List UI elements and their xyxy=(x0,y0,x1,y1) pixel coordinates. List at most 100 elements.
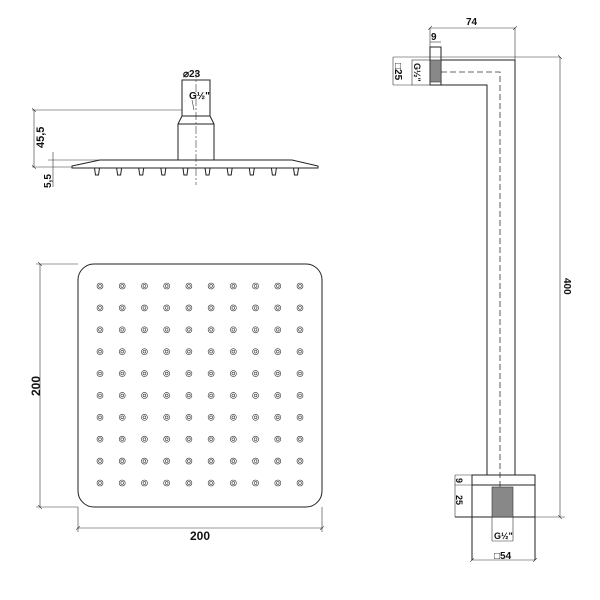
shower-plate-profile xyxy=(71,159,319,169)
base-height-label: 25 xyxy=(454,495,464,505)
nozzle xyxy=(274,348,282,355)
nozzle xyxy=(296,282,304,290)
nozzle xyxy=(164,284,169,288)
nozzle xyxy=(118,282,126,290)
nozzle xyxy=(141,304,148,312)
nozzle xyxy=(163,282,170,290)
nozzle xyxy=(164,349,169,354)
nozzle xyxy=(187,328,191,332)
nozzle xyxy=(253,306,258,310)
thickness-label: 5,5 xyxy=(43,174,54,188)
nozzle xyxy=(142,393,147,398)
nozzle xyxy=(187,459,191,463)
nozzle xyxy=(163,479,170,487)
nozzle xyxy=(142,306,147,310)
nozzle xyxy=(142,437,147,441)
nozzle xyxy=(118,304,126,312)
nozzle xyxy=(96,282,104,290)
nozzle xyxy=(120,284,124,288)
arm-bore xyxy=(441,71,501,490)
nozzle xyxy=(96,457,104,465)
bottom-thread xyxy=(491,486,514,518)
nozzle xyxy=(298,393,302,398)
nozzle xyxy=(185,435,193,443)
nozzle xyxy=(252,282,259,290)
flange-size-label: □54 xyxy=(494,551,512,562)
nozzle xyxy=(253,284,258,288)
nozzle xyxy=(274,282,282,290)
nozzle xyxy=(252,304,259,312)
nozzle xyxy=(120,459,124,463)
nozzle xyxy=(207,370,215,377)
bottom-thread-label: G½" xyxy=(494,531,513,541)
nozzle xyxy=(164,371,169,376)
nozzle xyxy=(118,479,126,487)
nozzle xyxy=(298,415,302,420)
nozzle xyxy=(253,415,258,420)
diameter-label: ⌀23 xyxy=(183,69,201,80)
nozzle xyxy=(96,414,104,421)
nozzle xyxy=(253,481,258,485)
nozzle xyxy=(98,349,102,354)
nozzle xyxy=(164,306,169,310)
height-label: 200 xyxy=(29,376,43,396)
nozzle xyxy=(207,457,215,465)
nozzle xyxy=(296,479,304,487)
nozzle xyxy=(120,328,124,332)
nozzle xyxy=(298,349,302,354)
nozzle xyxy=(96,304,104,312)
nozzle xyxy=(230,326,237,334)
nozzle xyxy=(207,304,215,312)
nozzle xyxy=(120,349,124,354)
nozzle xyxy=(253,437,258,441)
nozzle xyxy=(252,457,259,465)
nozzle-tip xyxy=(182,167,189,176)
nozzle xyxy=(141,457,148,465)
nozzle xyxy=(187,284,191,288)
nozzle xyxy=(230,414,237,421)
nozzle xyxy=(253,328,258,332)
thread-box xyxy=(411,59,431,86)
nozzle xyxy=(96,479,104,487)
nozzle xyxy=(141,348,148,355)
nozzle xyxy=(296,370,304,377)
nozzle xyxy=(163,435,170,443)
nozzle xyxy=(141,479,148,487)
nozzle xyxy=(230,457,237,465)
nozzle xyxy=(141,392,148,399)
nozzle xyxy=(96,370,104,377)
nozzle xyxy=(296,435,304,443)
nozzle xyxy=(185,414,193,421)
nozzle xyxy=(185,348,193,355)
nozzle xyxy=(276,284,280,288)
nozzle xyxy=(274,392,282,399)
top-thread-label: G½" xyxy=(412,63,422,82)
nozzle xyxy=(96,435,104,443)
nozzle-tip xyxy=(138,167,145,176)
nozzle xyxy=(276,393,280,398)
nozzle xyxy=(298,459,302,463)
nozzle-row xyxy=(94,167,299,176)
nozzle xyxy=(207,282,215,290)
nozzle xyxy=(274,457,282,465)
nozzle xyxy=(298,328,302,332)
nozzle xyxy=(120,415,124,420)
nozzle-tip xyxy=(204,167,211,176)
nozzle xyxy=(298,306,302,310)
nozzle xyxy=(252,392,259,399)
nozzle xyxy=(207,479,215,487)
nozzle xyxy=(231,328,236,332)
nozzle xyxy=(252,414,259,421)
nozzle-tip xyxy=(116,167,123,176)
nozzle xyxy=(209,284,213,288)
thread-leader xyxy=(491,517,514,542)
nozzle xyxy=(230,479,237,487)
nozzle xyxy=(252,348,259,355)
flange xyxy=(471,474,536,486)
nozzle xyxy=(252,370,259,377)
nozzle xyxy=(296,457,304,465)
nozzle xyxy=(185,370,193,377)
nozzle xyxy=(163,414,170,421)
nozzle xyxy=(252,326,259,334)
nozzle xyxy=(187,437,191,441)
